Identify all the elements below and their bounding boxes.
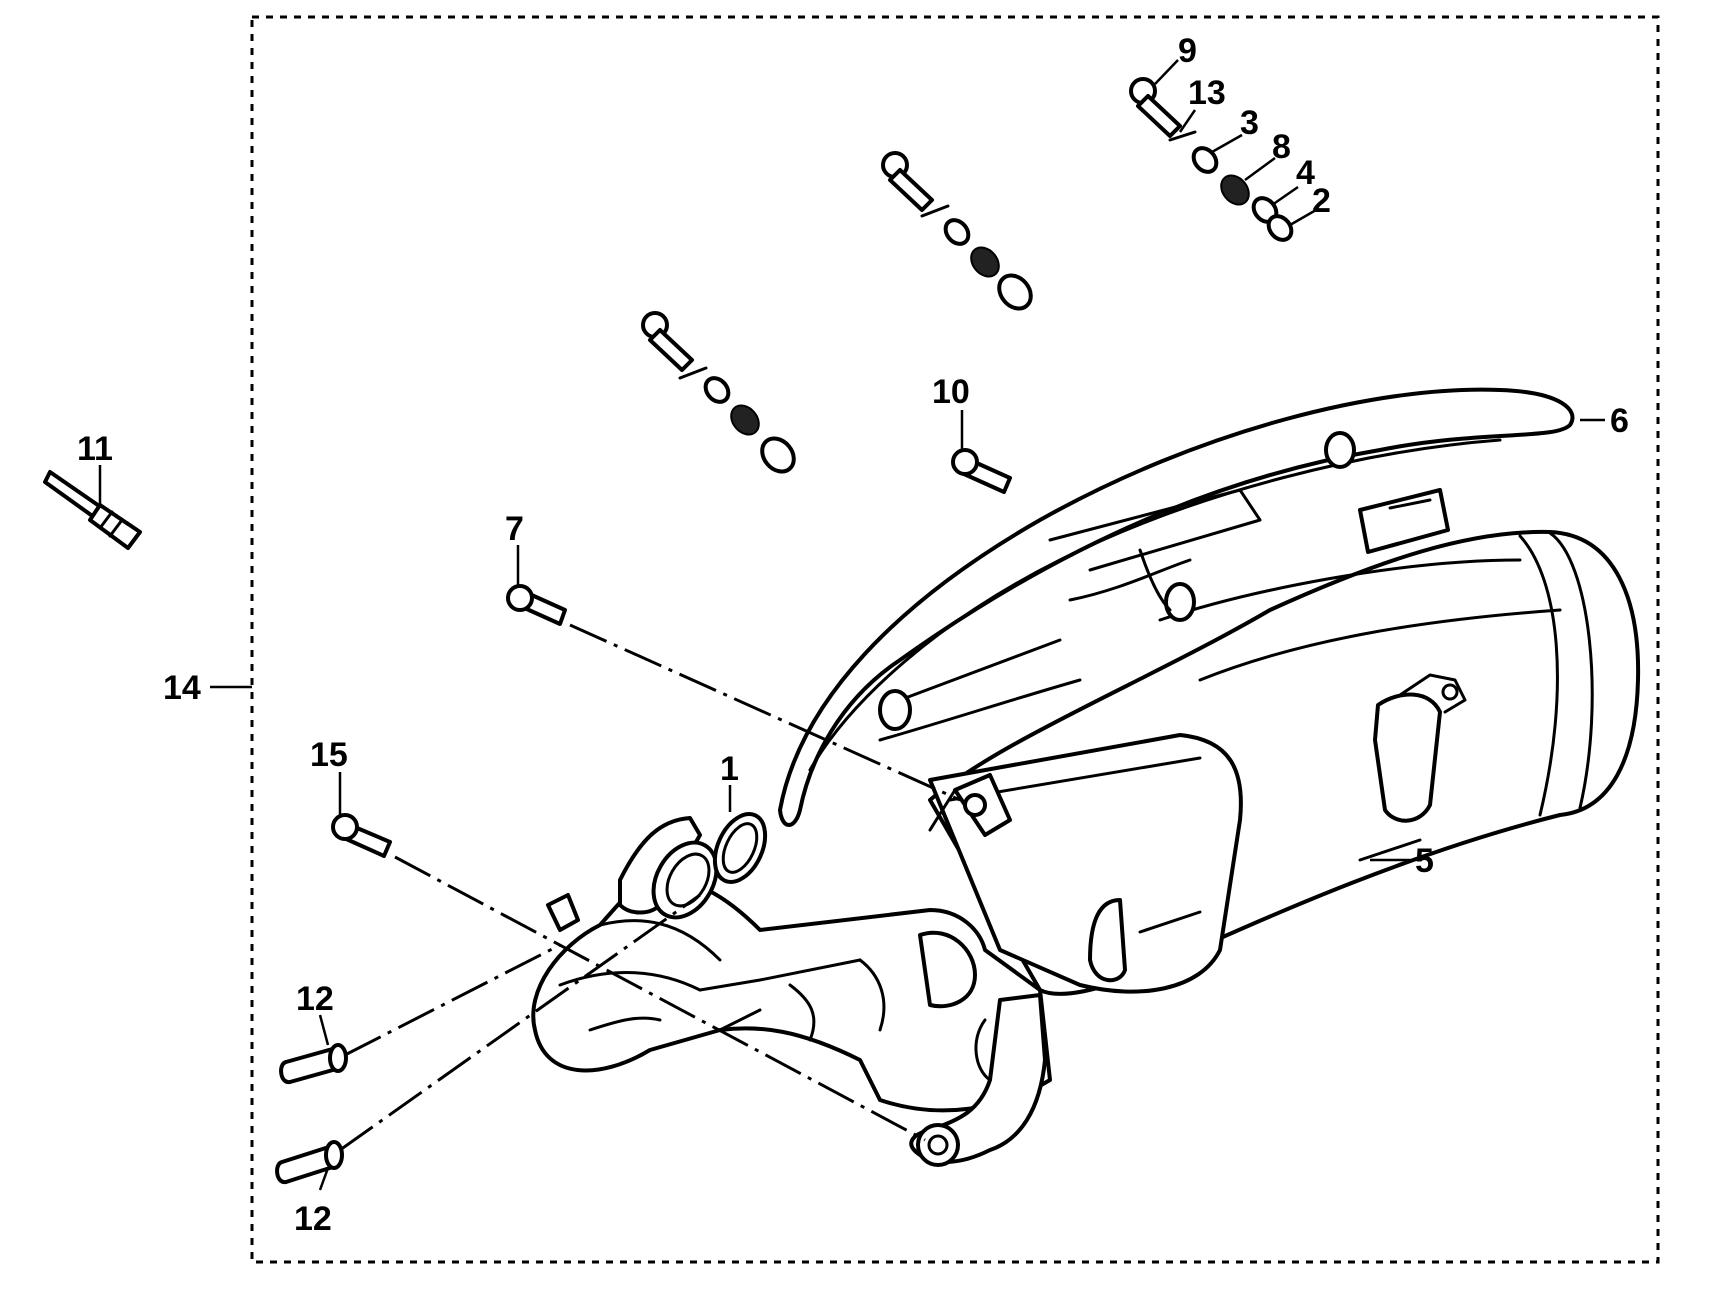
label-part-12-lower: 12	[294, 1200, 332, 1238]
leader-12-upper	[318, 1014, 330, 1046]
assembly-line-7	[569, 623, 961, 802]
assembly-line-15	[394, 855, 926, 1142]
label-part-3: 3	[1240, 104, 1259, 142]
bolt-7	[506, 584, 567, 626]
leader-4	[1271, 185, 1299, 207]
mount-bolt-set-middle	[881, 151, 1033, 311]
leader-8	[1244, 156, 1276, 182]
label-part-11: 11	[77, 430, 113, 468]
sensor-11	[43, 470, 142, 550]
mount-bolt-set-left	[641, 311, 796, 474]
label-part-15: 15	[310, 736, 348, 774]
label-part-8: 8	[1272, 128, 1291, 166]
leader-13	[1178, 109, 1197, 133]
stud-bolt-12-upper	[279, 1043, 348, 1085]
leader-3	[1211, 133, 1243, 154]
leader-12-lower	[318, 1167, 330, 1191]
assembly-line-12-upper	[344, 943, 561, 1057]
label-part-4: 4	[1296, 154, 1315, 192]
label-part-14: 14	[163, 669, 201, 707]
exhaust-pipe	[531, 773, 1127, 1167]
label-part-5: 5	[1415, 842, 1434, 880]
mount-bolt-set-right	[1129, 77, 1294, 242]
muffler-body	[928, 529, 1641, 996]
label-part-10: 10	[932, 373, 970, 411]
label-part-13: 13	[1188, 74, 1226, 112]
leader-2	[1289, 208, 1317, 227]
leader-9	[1154, 59, 1179, 85]
label-part-2: 2	[1312, 182, 1331, 220]
gasket	[712, 812, 768, 884]
bolt-15	[331, 813, 392, 858]
label-part-7: 7	[505, 510, 524, 548]
assembly-boundary-frame	[250, 15, 1660, 1264]
bolt-10	[951, 448, 1012, 494]
muffler-cover	[778, 387, 1575, 827]
assembly-line-12-lower	[339, 893, 701, 1152]
label-part-1: 1	[720, 750, 739, 788]
label-part-6: 6	[1610, 402, 1629, 440]
label-part-12-upper: 12	[296, 980, 334, 1018]
stud-bolt-12-lower	[275, 1140, 344, 1185]
label-part-9: 9	[1178, 32, 1197, 70]
